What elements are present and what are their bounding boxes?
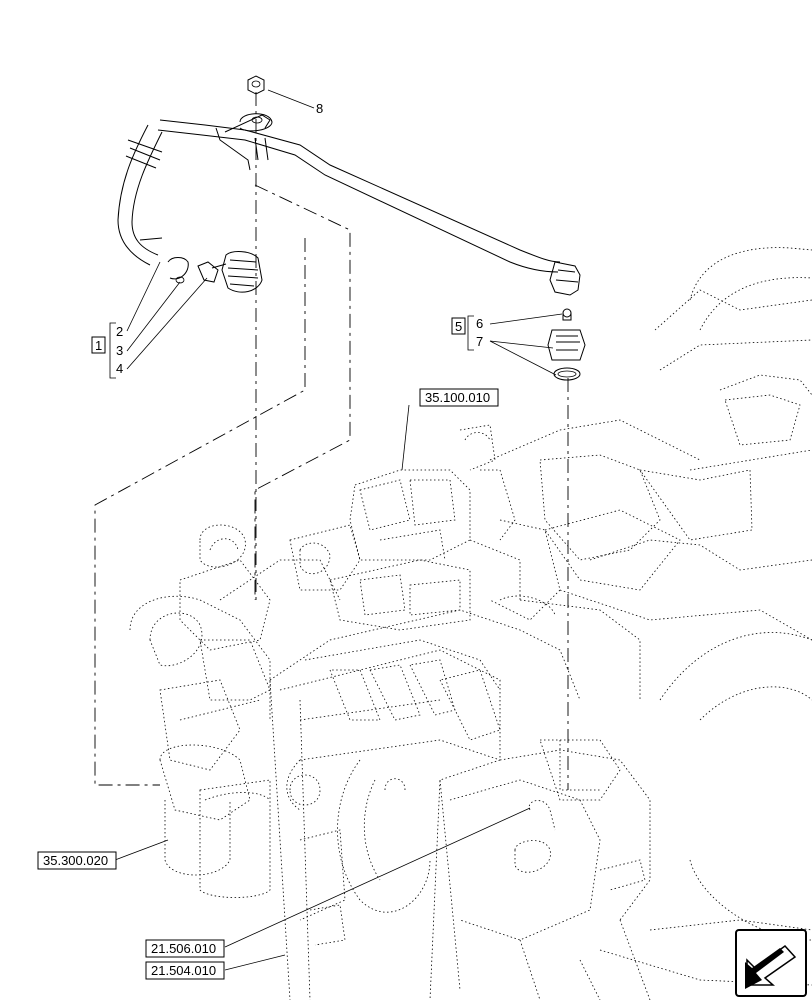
callout-box-5 [451, 317, 466, 335]
arrow-icon[interactable] [735, 929, 807, 997]
hydraulic-pipe-assembly [117, 113, 581, 296]
callout-4: 4 [116, 361, 123, 376]
callout-box-1 [91, 336, 106, 354]
callout-3: 3 [116, 343, 123, 358]
ref-35300020[interactable]: 35.300.020 [43, 853, 108, 868]
ref-box-21504010[interactable] [145, 961, 225, 980]
nut-part-8 [247, 75, 265, 95]
hose-clip-parts [167, 251, 263, 293]
ref-box-35300020[interactable] [37, 851, 117, 870]
callout-7: 7 [476, 334, 483, 349]
assembly-guide-lines [94, 92, 569, 790]
ref-box-35100010[interactable] [419, 388, 499, 407]
ref-21506010[interactable]: 21.506.010 [151, 941, 216, 956]
callout-leader-lines [114, 89, 563, 971]
tractor-body-outline [129, 247, 812, 1000]
ref-box-21506010[interactable] [145, 939, 225, 958]
callout-1: 1 [95, 338, 102, 353]
group-bracket-5 [467, 315, 474, 351]
group-bracket-1 [109, 322, 116, 379]
callout-2: 2 [116, 324, 123, 339]
pressure-sensor-parts [547, 308, 586, 381]
callout-5: 5 [455, 319, 462, 334]
callout-8: 8 [316, 101, 323, 116]
ref-35100010[interactable]: 35.100.010 [425, 390, 490, 405]
callout-6: 6 [476, 316, 483, 331]
ref-21504010[interactable]: 21.504.010 [151, 963, 216, 978]
